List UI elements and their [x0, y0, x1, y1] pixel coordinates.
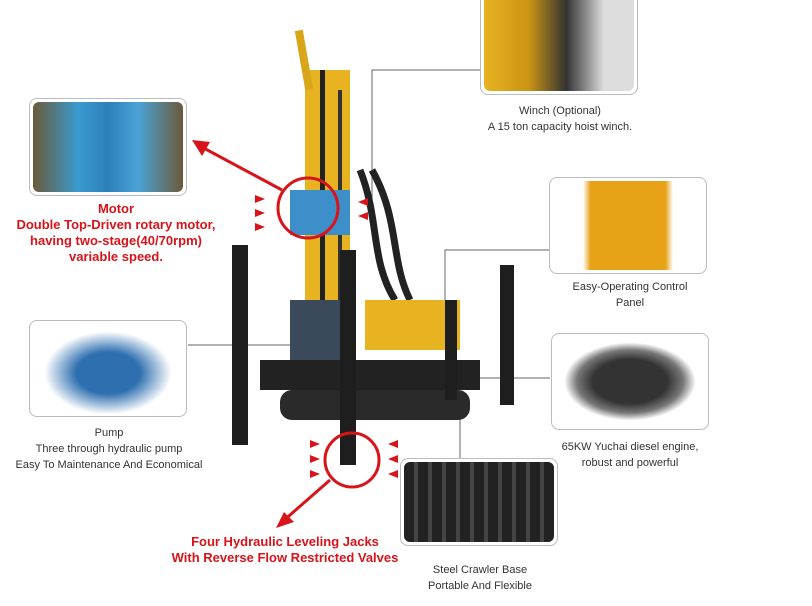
engine-caption: 65KW Yuchai diesel engine, robust and po…: [540, 439, 720, 471]
motor-label: Motor Double Top-Driven rotary motor, ha…: [0, 201, 232, 265]
motor-line1: Double Top-Driven rotary motor,: [16, 217, 216, 232]
control-panel-photo: [549, 177, 707, 274]
pump-photo: [29, 320, 187, 417]
pump-line1: Three through hydraulic pump: [35, 443, 183, 455]
motor-title: Motor: [97, 201, 135, 216]
motor-photo: [29, 98, 187, 196]
panel-desc: Panel: [615, 297, 645, 309]
panel-title: Easy-Operating Control: [572, 281, 688, 293]
engine-photo: [551, 333, 709, 430]
winch-desc: A 15 ton capacity hoist winch.: [487, 121, 633, 133]
engine-desc: robust and powerful: [581, 457, 679, 469]
jacks-line2: With Reverse Flow Restricted Valves: [171, 550, 399, 565]
panel-caption: Easy-Operating Control Panel: [540, 279, 720, 311]
engine-title: 65KW Yuchai diesel engine,: [561, 441, 699, 453]
pump-title: Pump: [94, 427, 124, 439]
crawler-title: Steel Crawler Base: [432, 564, 528, 576]
winch-title: Winch (Optional): [519, 105, 601, 117]
motor-line3: variable speed.: [69, 249, 163, 264]
jacks-line1: Four Hydraulic Leveling Jacks: [191, 534, 379, 549]
motor-line2: having two-stage(40/70rpm): [30, 233, 202, 248]
pump-caption: Pump Three through hydraulic pump Easy T…: [0, 425, 218, 473]
pump-line2: Easy To Maintenance And Economical: [15, 459, 203, 471]
crawler-desc: Portable And Flexible: [428, 580, 532, 592]
crawler-caption: Steel Crawler Base Portable And Flexible: [390, 562, 570, 594]
jacks-label: Four Hydraulic Leveling Jacks With Rever…: [150, 534, 420, 566]
crawler-photo: [400, 458, 558, 546]
winch-caption: Winch (Optional) A 15 ton capacity hoist…: [450, 103, 670, 135]
winch-photo: [480, 0, 638, 95]
